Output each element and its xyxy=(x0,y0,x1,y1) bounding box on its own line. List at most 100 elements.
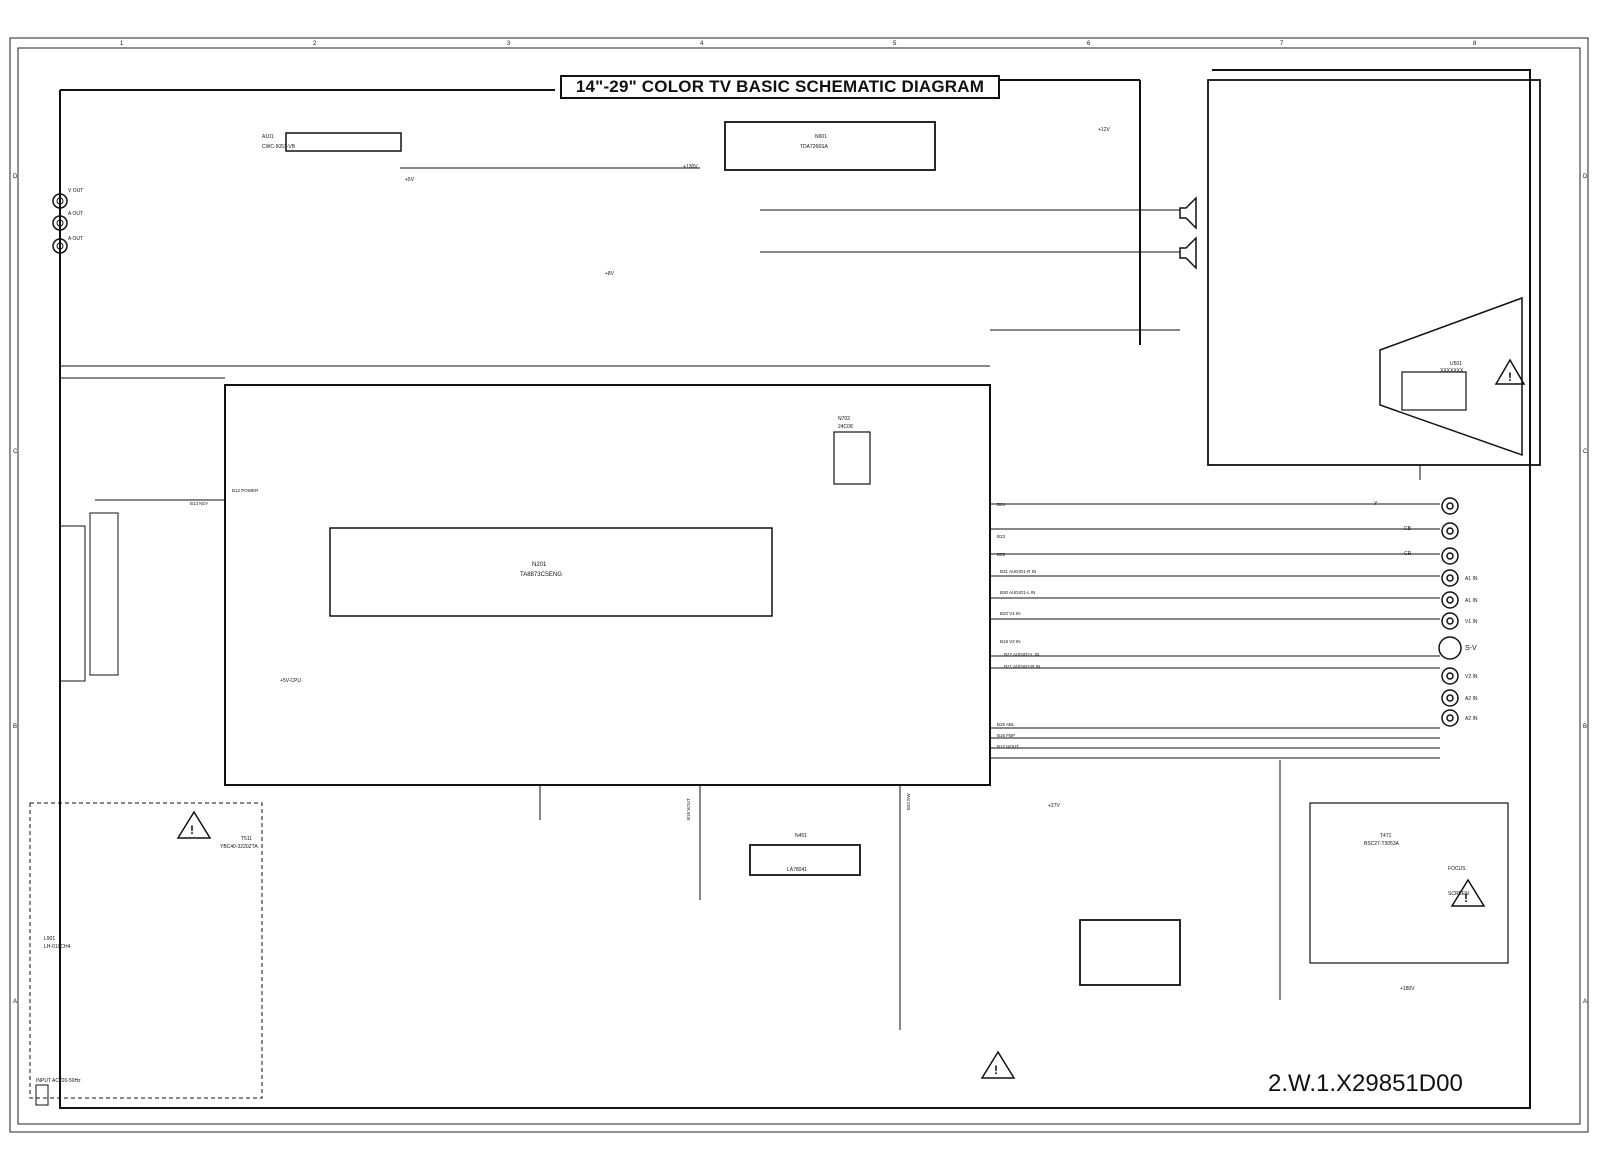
av-in-jacks xyxy=(1438,497,1462,727)
svg-text:3: 3 xyxy=(507,41,511,47)
grid-column-labels: 1 2 3 4 5 6 7 8 xyxy=(120,41,1477,47)
svg-text:!: ! xyxy=(190,823,194,837)
svg-text:N601: N601 xyxy=(815,134,827,140)
svg-text:+27V: +27V xyxy=(1048,803,1060,809)
svg-text:FOCUS: FOCUS xyxy=(1448,866,1466,872)
svg-text:+5V-CPU: +5V-CPU xyxy=(280,678,301,684)
svg-text:A OUT: A OUT xyxy=(68,236,83,242)
key-board-connector xyxy=(59,512,119,682)
svg-text:S-V: S-V xyxy=(1465,645,1477,652)
h-distortion-module xyxy=(1079,919,1181,986)
svg-text:V OUT: V OUT xyxy=(68,188,83,194)
svg-text:B21 AUDIO2-R IN: B21 AUDIO2-R IN xyxy=(1004,664,1040,669)
svg-text:LH-019CH4: LH-019CH4 xyxy=(44,944,71,950)
svg-text:B29 ABL: B29 ABL xyxy=(997,722,1015,727)
crt-board: U501 XXXXXXX ! xyxy=(1207,79,1541,466)
svg-text:U501: U501 xyxy=(1450,361,1462,367)
svg-text:N201: N201 xyxy=(532,562,547,568)
speakers xyxy=(1179,196,1197,270)
svg-text:B: B xyxy=(1583,724,1587,730)
svg-text:B20 V1 IN: B20 V1 IN xyxy=(1000,611,1021,616)
svg-text:A2 IN: A2 IN xyxy=(1465,716,1478,722)
svg-text:!: ! xyxy=(1508,370,1512,384)
svg-text:B18 VOUT: B18 VOUT xyxy=(686,798,691,820)
svg-text:A OUT: A OUT xyxy=(68,211,83,217)
warning-icon xyxy=(1450,878,1486,907)
warning-icon xyxy=(176,810,212,839)
ic-n702: N702 24C08 xyxy=(833,416,871,485)
svg-text:B22 AUDIO2-L IN: B22 AUDIO2-L IN xyxy=(1004,652,1039,657)
svg-text:A101: A101 xyxy=(262,134,274,140)
warning-icon xyxy=(980,1050,1016,1079)
svg-text:B17 HOUT: B17 HOUT xyxy=(997,744,1019,749)
svg-text:V1 IN: V1 IN xyxy=(1465,619,1478,625)
ic-n601: N601 TDA7266SA xyxy=(724,121,936,171)
svg-text:B16 FBP: B16 FBP xyxy=(997,733,1015,738)
ic-n451: N451 LA78041 xyxy=(749,833,861,876)
power-supply-block: ! T511 YBC40-3220ZTA L901 LH-019CH4 INPU… xyxy=(29,802,263,1106)
frame xyxy=(9,37,1589,1133)
tuner-a101: A101 CWC-5053-VB xyxy=(262,132,402,152)
svg-text:D: D xyxy=(1583,174,1588,180)
svg-text:BSC27-T3053A: BSC27-T3053A xyxy=(1364,841,1400,847)
svg-text:V2 IN: V2 IN xyxy=(1465,674,1478,680)
svg-text:B13 KEY: B13 KEY xyxy=(190,501,208,506)
svg-text:B25: B25 xyxy=(997,552,1006,557)
svg-text:A1 IN: A1 IN xyxy=(1465,598,1478,604)
svg-text:+8V: +8V xyxy=(605,271,615,277)
svg-text:CWC-5053-VB: CWC-5053-VB xyxy=(262,144,296,150)
svg-text:A2 IN: A2 IN xyxy=(1465,696,1478,702)
svg-text:2: 2 xyxy=(313,41,317,47)
warning-icon xyxy=(1494,358,1526,385)
svg-text:L901: L901 xyxy=(44,936,55,942)
svg-text:8: 8 xyxy=(1473,41,1477,47)
svg-text:B32 EW: B32 EW xyxy=(906,793,911,810)
document-code: 2.W.1.X29851D00 xyxy=(1268,1070,1463,1097)
svg-text:1: 1 xyxy=(120,41,124,47)
svg-text:4: 4 xyxy=(700,41,704,47)
svg-text:C: C xyxy=(13,449,18,455)
svg-text:A: A xyxy=(13,999,17,1005)
svg-text:B30 AUDIO1-L IN: B30 AUDIO1-L IN xyxy=(1000,590,1035,595)
svg-text:B24: B24 xyxy=(997,502,1006,507)
svg-text:!: ! xyxy=(1464,891,1468,905)
svg-text:B31 AUDIO1-R IN: B31 AUDIO1-R IN xyxy=(1000,569,1036,574)
schematic-title: 14"-29" COLOR TV BASIC SCHEMATIC DIAGRAM xyxy=(560,75,1000,99)
svg-text:A: A xyxy=(1583,999,1587,1005)
svg-text:TDA7266SA: TDA7266SA xyxy=(800,144,828,150)
bus-labels: B12 POWER B13 KEY B24 B23 B25 B31 AUDIO1… xyxy=(190,488,1040,820)
svg-text:LA78041: LA78041 xyxy=(787,867,807,873)
svg-text:XXXXXXX: XXXXXXX xyxy=(1440,368,1464,374)
svg-text:A1 IN: A1 IN xyxy=(1465,576,1478,582)
svg-text:+130V: +130V xyxy=(683,164,698,170)
av-in-labels: Y CB CR A1 IN A1 IN V1 IN S-V V2 IN A2 I… xyxy=(1374,501,1478,722)
ic-n201: N201 TA8873CSENG xyxy=(224,384,991,786)
svg-text:YBC40-3220ZTA: YBC40-3220ZTA xyxy=(220,844,258,850)
svg-text:INPUT AC220-50Hz: INPUT AC220-50Hz xyxy=(36,1078,81,1084)
svg-text:B: B xyxy=(13,724,17,730)
wiring xyxy=(60,167,1440,1030)
main-board-outline xyxy=(59,69,1531,1109)
flyback-t471: T471 BSC27-T3053A FOCUS SCREEN ! xyxy=(1309,802,1509,964)
svg-text:6: 6 xyxy=(1087,41,1091,47)
svg-text:T511: T511 xyxy=(241,836,252,842)
svg-text:7: 7 xyxy=(1280,41,1284,47)
svg-text:+12V: +12V xyxy=(1098,127,1110,133)
svg-text:D: D xyxy=(13,174,18,180)
grid-row-labels: D C B A D C B A xyxy=(13,174,1588,1005)
svg-text:!: ! xyxy=(994,1063,998,1077)
svg-text:B23: B23 xyxy=(997,534,1006,539)
svg-text:T471: T471 xyxy=(1380,833,1392,839)
svg-text:C: C xyxy=(1583,449,1588,455)
svg-text:N702: N702 xyxy=(838,416,850,422)
av-out-jacks: V OUT A OUT A OUT xyxy=(52,188,83,254)
svg-text:+5V: +5V xyxy=(405,177,415,183)
svg-text:TA8873CSENG: TA8873CSENG xyxy=(520,572,562,578)
svg-text:+180V: +180V xyxy=(1400,986,1415,992)
svg-text:24C08: 24C08 xyxy=(838,424,853,430)
svg-text:B19 V2 IN: B19 V2 IN xyxy=(1000,639,1021,644)
svg-text:5: 5 xyxy=(893,41,897,47)
svg-text:B12 POWER: B12 POWER xyxy=(232,488,259,493)
net-labels: +12V +130V +8V +5V +27V +5V-CPU +180V xyxy=(280,127,1415,992)
